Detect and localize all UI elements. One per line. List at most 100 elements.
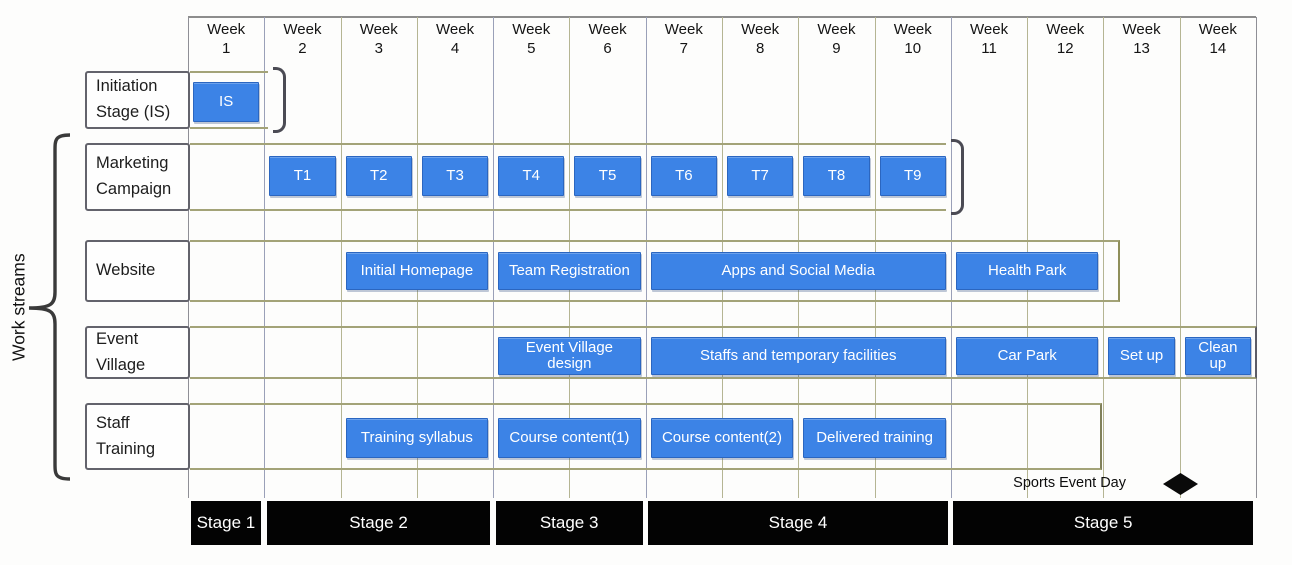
task-bar-label: T9	[903, 166, 922, 184]
week-word: Week	[512, 21, 551, 38]
week-gridline	[264, 17, 266, 498]
row-label-line: Campaign	[96, 180, 172, 198]
week-number: 4	[450, 39, 460, 57]
week-word: Week	[817, 21, 856, 38]
week-number: 1	[221, 39, 231, 57]
week-word: Week	[207, 21, 246, 38]
stage-bar-label: Stage 3	[539, 513, 599, 532]
task-bar-label: Initial Homepage	[360, 261, 474, 279]
task-bar-label: T4	[522, 166, 540, 184]
row-label-line: Event	[96, 329, 139, 348]
task-bar-label: up	[1209, 355, 1227, 372]
stage-bar-label: Stage 4	[768, 513, 828, 532]
week-number: 10	[904, 39, 922, 57]
task-bar: T6	[650, 156, 717, 196]
task-bar-label: T6	[675, 166, 693, 184]
week-word: Week	[893, 21, 932, 38]
week-word: Week	[359, 21, 398, 38]
stage-bar: Stage 2	[266, 501, 491, 545]
row-band-staff	[190, 403, 1102, 470]
work-streams-brace-icon	[28, 133, 71, 481]
row-band-website	[190, 240, 1120, 302]
row-label-website: Website	[85, 240, 190, 302]
task-bar-label: Set up	[1119, 346, 1164, 364]
week-number: 13	[1133, 39, 1150, 57]
task-bar-label: Staffs and temporary facilities	[699, 346, 897, 364]
week-number: 6	[603, 39, 612, 57]
task-bar: Set up	[1108, 337, 1175, 375]
row-end-bracket	[273, 67, 286, 133]
task-bar-label: Clean	[1198, 338, 1238, 356]
week-number: 8	[755, 39, 765, 57]
task-bar-label: T1	[293, 166, 312, 184]
row-band-initiation	[190, 71, 268, 129]
row-end-bracket	[951, 139, 964, 215]
week-word: Week	[1046, 21, 1085, 38]
task-bar-label: T3	[446, 166, 464, 184]
task-bar: Course content(2)	[650, 418, 794, 458]
week-number: 7	[679, 39, 688, 57]
week-gridline	[1256, 17, 1257, 498]
task-bar: T1	[269, 156, 336, 196]
task-bar: T3	[421, 156, 489, 196]
task-bar: T8	[803, 156, 870, 196]
week-gridline	[340, 17, 342, 498]
task-bar: IS	[193, 82, 260, 122]
week-word: Week	[283, 21, 322, 38]
task-bar-label: design	[547, 355, 592, 372]
task-bar: Training syllabus	[345, 418, 489, 458]
task-bar: Apps and Social Media	[650, 252, 946, 290]
week-number: 9	[832, 39, 841, 57]
stage-bar: Stage 4	[648, 501, 948, 545]
task-bar-label: T2	[369, 166, 388, 184]
task-bar-label: T8	[827, 166, 846, 184]
task-bar-label: Delivered training	[816, 428, 933, 446]
milestone-diamond-icon	[1162, 473, 1198, 495]
week-number: 5	[527, 39, 536, 57]
week-number: 14	[1209, 39, 1227, 57]
stage-bar: Stage 1	[190, 501, 262, 545]
week-gridline	[1103, 17, 1105, 498]
milestone-label: Sports Event Day	[1013, 475, 1126, 491]
task-bar: Initial Homepage	[345, 252, 489, 290]
stage-bar: Stage 3	[495, 501, 643, 545]
week-number: 12	[1056, 39, 1074, 57]
row-label-line: Website	[96, 261, 156, 280]
task-bar: Health Park	[955, 252, 1099, 290]
task-bar-label: IS	[219, 92, 234, 110]
stage-bar: Stage 5	[953, 501, 1253, 545]
week-gridline	[1179, 17, 1181, 498]
task-bar: Car Park	[955, 337, 1099, 375]
row-band-marketing	[190, 143, 946, 211]
task-bar: Delivered training	[803, 418, 946, 458]
task-bar: Course content(1)	[498, 418, 641, 458]
row-label-line: Staff	[96, 413, 130, 432]
week-word: Week	[436, 21, 475, 38]
stage-bar-label: Stage 1	[196, 513, 256, 532]
task-bar-label: Apps and Social Media	[721, 261, 875, 279]
task-bar: Staffs and temporary facilities	[650, 337, 946, 375]
task-bar: T7	[727, 156, 794, 196]
row-label-line: Village	[96, 355, 146, 374]
row-label-line: Stage (IS)	[96, 103, 171, 121]
task-bar-label: Event Village	[525, 338, 614, 356]
task-bar-label: T7	[751, 166, 769, 184]
task-bar-label: Car Park	[997, 346, 1057, 364]
row-label-line: Marketing	[96, 154, 169, 173]
week-word: Week	[588, 21, 627, 38]
